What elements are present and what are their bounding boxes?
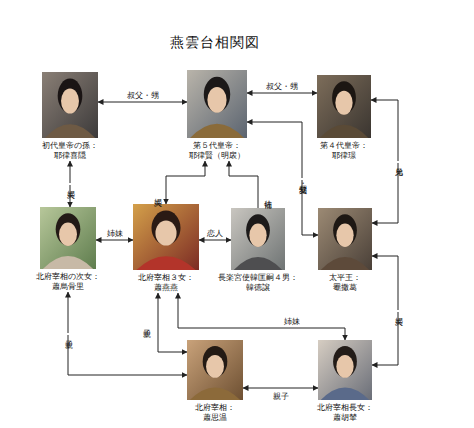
portrait-photo <box>40 207 96 269</box>
relation-label: 叔父・甥 <box>298 178 307 180</box>
portrait-photo <box>133 204 199 270</box>
relation-label: 姉妹 <box>106 229 124 238</box>
person-caption: 北府宰相： 蕭思温 <box>193 403 237 423</box>
portrait-node: 長楽宮使韓匡嗣４男： 韓徳譲 <box>231 208 285 270</box>
person-caption: 初代皇帝の孫： 耶律喜隠 <box>40 141 100 161</box>
relation-connector <box>96 240 133 241</box>
relation-connector <box>68 292 187 375</box>
portrait-photo <box>317 75 371 138</box>
relation-label: 親子 <box>272 392 290 401</box>
relation-connector <box>178 293 345 340</box>
relation-connector <box>199 240 231 241</box>
portrait-photo <box>318 208 372 270</box>
person-caption: 第４代皇帝： 耶律璟 <box>318 141 370 161</box>
relation-label: 親子 <box>142 322 151 324</box>
portrait-node: 第５代皇帝： 耶律賢（明扆） <box>187 70 247 138</box>
relation-connector <box>98 102 187 103</box>
relation-connector <box>247 93 317 94</box>
portrait-photo <box>187 70 247 138</box>
diagram-title: 燕雲台相関図 <box>0 34 430 52</box>
portrait-photo <box>187 340 243 400</box>
portrait-node: 北府宰相長女： 蕭胡輦 <box>318 340 372 400</box>
relation-label: 親子 <box>64 333 73 335</box>
portrait-node: 第４代皇帝： 耶律璟 <box>317 75 371 138</box>
relation-connector <box>229 161 258 208</box>
relation-label: 夫婦 <box>153 191 162 193</box>
relation-label: 夫婦 <box>394 310 403 312</box>
relation-label: 恋人 <box>206 229 224 238</box>
portrait-node: 北府宰相の次女： 蕭烏骨里 <box>40 207 96 269</box>
person-caption: 太平王： 罨撒葛 <box>327 273 363 293</box>
person-caption: 第５代皇帝： 耶律賢（明扆） <box>187 141 247 161</box>
relation-label: 夫婦 <box>66 183 75 185</box>
relation-label: 叔父・甥 <box>126 91 160 100</box>
relation-connector <box>158 293 187 352</box>
relation-connector <box>243 388 318 389</box>
person-caption: 北府宰相長女： 蕭胡輦 <box>315 403 375 423</box>
relation-connector <box>166 161 205 204</box>
relation-label: 叔父・甥 <box>265 82 299 91</box>
relation-label: 補佐 <box>263 193 272 195</box>
portrait-photo <box>42 72 98 138</box>
person-caption: 長楽宮使韓匡嗣４男： 韓徳譲 <box>216 273 300 293</box>
portrait-photo <box>318 340 372 400</box>
portrait-photo <box>231 208 285 270</box>
portrait-node: 初代皇帝の孫： 耶律喜隠 <box>42 72 98 138</box>
relation-label: 姉妹 <box>283 317 301 326</box>
person-caption: 北府宰相３女： 蕭燕燕 <box>136 273 196 293</box>
portrait-node: 太平王： 罨撒葛 <box>318 208 372 270</box>
portrait-node: 北府宰相： 蕭思温 <box>187 340 243 400</box>
relation-label: 兄弟 <box>394 161 403 163</box>
portrait-node: 北府宰相３女： 蕭燕燕 <box>133 204 199 270</box>
person-caption: 北府宰相の次女： 蕭烏骨里 <box>34 272 102 292</box>
